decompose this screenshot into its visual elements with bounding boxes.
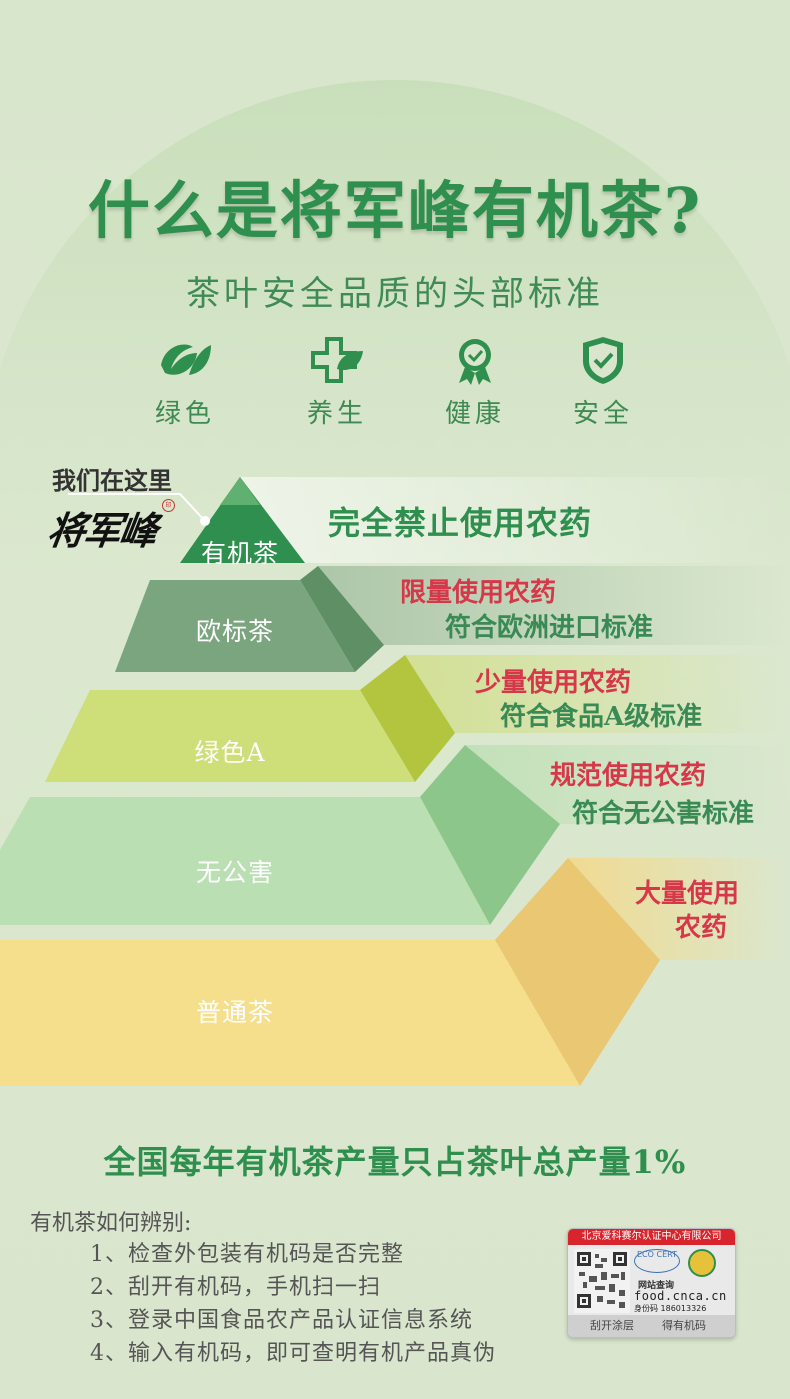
- tier-nonpollution-standard: 符合无公害标准: [572, 799, 755, 829]
- tier-organic-label: 有机茶: [200, 539, 279, 568]
- cert-footer-left: 刮开涂层: [590, 1319, 634, 1332]
- brand-logo: 将军峰: [44, 508, 159, 553]
- tier-organic-band: [240, 477, 790, 563]
- tier-greenA-label: 绿色A: [194, 738, 266, 767]
- tier-eu-label: 欧标茶: [195, 617, 274, 646]
- tier-organic-highlight: [220, 477, 260, 505]
- tier-organic-desc: 完全禁止使用农药: [328, 504, 593, 542]
- brand-seal: 印: [162, 499, 175, 512]
- award-badge-icon: [459, 339, 491, 385]
- tier-greenA-standard: 符合食品A级标准: [500, 702, 703, 732]
- ecocert-logo: ECO CERT: [634, 1249, 680, 1273]
- tier-greenA-band: [405, 655, 790, 733]
- identify-step: 1、检查外包装有机码是否完整: [90, 1242, 404, 1267]
- identify-step: 2、刮开有机码，手机扫一扫: [90, 1275, 381, 1300]
- tier-greenA-face: [45, 690, 415, 782]
- feature-label: 养生: [306, 399, 367, 429]
- tier-nonpollution-face: [0, 797, 490, 925]
- feature-safety: 安全: [543, 335, 663, 430]
- cert-id: 身份码 186013326: [634, 1304, 707, 1313]
- tier-eu-face: [115, 580, 355, 672]
- tier-nonpollution-side: [420, 745, 560, 925]
- cert-footer: 刮开涂层 得有机码: [568, 1315, 735, 1337]
- marker-line: [68, 493, 206, 522]
- tier-eu-band: [318, 566, 790, 645]
- marker-text: 我们在这里: [52, 466, 172, 495]
- leaf-icon: [161, 344, 211, 375]
- china-organic-logo-icon: [688, 1249, 716, 1277]
- identify-step: 3、登录中国食品农产品认证信息系统: [90, 1308, 473, 1333]
- qr-code-icon: [574, 1249, 630, 1313]
- shield-check-icon: [583, 337, 623, 384]
- tier-greenA-pesticide: 少量使用农药: [475, 668, 632, 698]
- identify-title: 有机茶如何辨别:: [30, 1211, 192, 1236]
- feature-label: 安全: [572, 399, 633, 429]
- tier-ordinary-face: [0, 940, 580, 1086]
- tier-ordinary-side: [495, 858, 660, 1086]
- feature-green: 绿色: [125, 335, 245, 430]
- feature-label: 健康: [444, 399, 505, 429]
- organic-cert-label: 北京爱科赛尔认证中心有限公司 ECO CERT 网站查询 food.cnca.c…: [567, 1228, 736, 1338]
- tier-eu-side: [300, 566, 384, 672]
- tier-eu-pesticide: 限量使用农药: [400, 578, 557, 608]
- pyramid-graphic: [0, 477, 790, 1086]
- page-subtitle: 茶叶安全品质的头部标准: [186, 274, 604, 314]
- tier-nonpollution-label: 无公害: [195, 858, 274, 887]
- tier-nonpollution-pesticide: 规范使用农药: [550, 761, 707, 791]
- stat-text: 全国每年有机茶产量只占茶叶总产量1%: [103, 1143, 687, 1181]
- cert-url: food.cnca.cn: [634, 1289, 727, 1303]
- tier-organic-top: [180, 477, 305, 563]
- feature-health: 养生: [277, 335, 397, 430]
- identify-step: 4、输入有机码，即可查明有机产品真伪: [90, 1341, 496, 1366]
- medical-cross-leaf-icon: [311, 337, 363, 383]
- feature-label: 绿色: [154, 399, 215, 429]
- tier-greenA-side: [360, 655, 455, 782]
- tier-ordinary-pesticide-2: 农药: [675, 913, 728, 943]
- tier-ordinary-band: [568, 858, 790, 960]
- feature-wellness: 健康: [415, 335, 535, 430]
- tier-ordinary-pesticide-1: 大量使用: [635, 879, 740, 909]
- tier-ordinary-label: 普通茶: [195, 998, 274, 1027]
- tier-eu-standard: 符合欧洲进口标准: [445, 613, 654, 643]
- cert-footer-right: 得有机码: [662, 1319, 706, 1332]
- tier-nonpollution-band: [465, 745, 790, 824]
- marker-dot: [200, 516, 210, 526]
- page-title: 什么是将军峰有机茶?: [87, 174, 703, 247]
- cert-header: 北京爱科赛尔认证中心有限公司: [568, 1229, 735, 1245]
- cert-site-label: 网站查询: [638, 1281, 675, 1291]
